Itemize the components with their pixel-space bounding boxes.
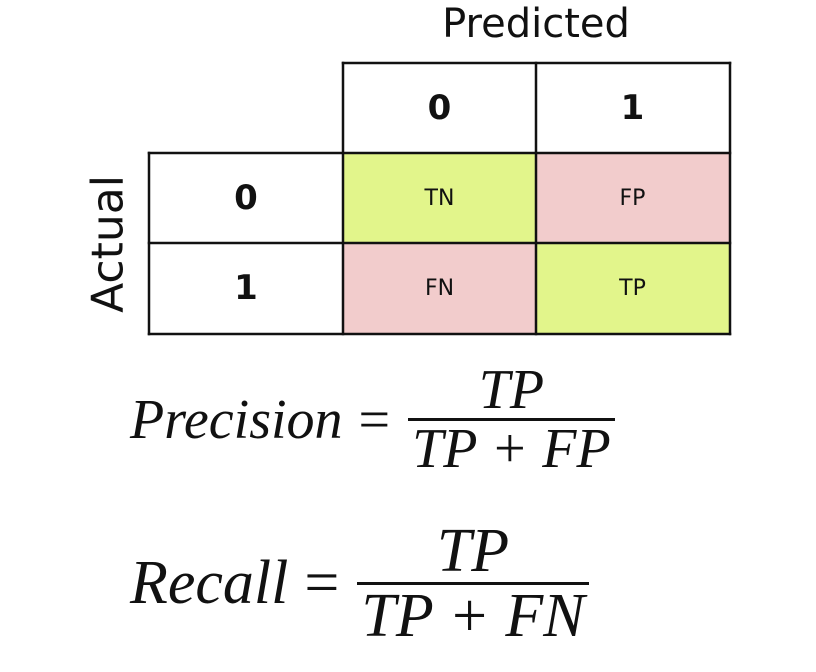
cell-true-positive: TP bbox=[535, 242, 730, 334]
row-header-1: 1 bbox=[148, 242, 344, 334]
cell-true-negative: TN bbox=[342, 152, 537, 244]
recall-denominator: TP + FN bbox=[361, 582, 585, 650]
cell-false-positive: FP bbox=[535, 152, 730, 244]
precision-numerator: TP bbox=[478, 359, 545, 421]
precision-formula: Precision = TP TP + FP bbox=[130, 362, 615, 477]
precision-fraction-bar bbox=[408, 418, 615, 421]
cell-false-negative: FN bbox=[342, 242, 537, 334]
recall-numerator: TP bbox=[436, 517, 510, 585]
precision-fraction: TP TP + FP bbox=[408, 362, 615, 477]
precision-lhs: Precision bbox=[130, 388, 343, 451]
row-header-0: 0 bbox=[148, 152, 344, 244]
recall-formula: Recall = TP TP + FN bbox=[130, 520, 589, 647]
col-header-0: 0 bbox=[342, 62, 537, 154]
recall-equals: = bbox=[304, 549, 340, 617]
recall-lhs: Recall bbox=[130, 549, 289, 617]
predicted-axis-label: Predicted bbox=[442, 1, 630, 47]
actual-axis-label: Actual bbox=[82, 175, 134, 313]
recall-fraction: TP TP + FN bbox=[357, 517, 589, 650]
precision-denominator: TP + FP bbox=[412, 418, 611, 480]
recall-fraction-bar bbox=[357, 582, 589, 585]
precision-equals: = bbox=[358, 388, 391, 451]
col-header-1: 1 bbox=[535, 62, 730, 154]
